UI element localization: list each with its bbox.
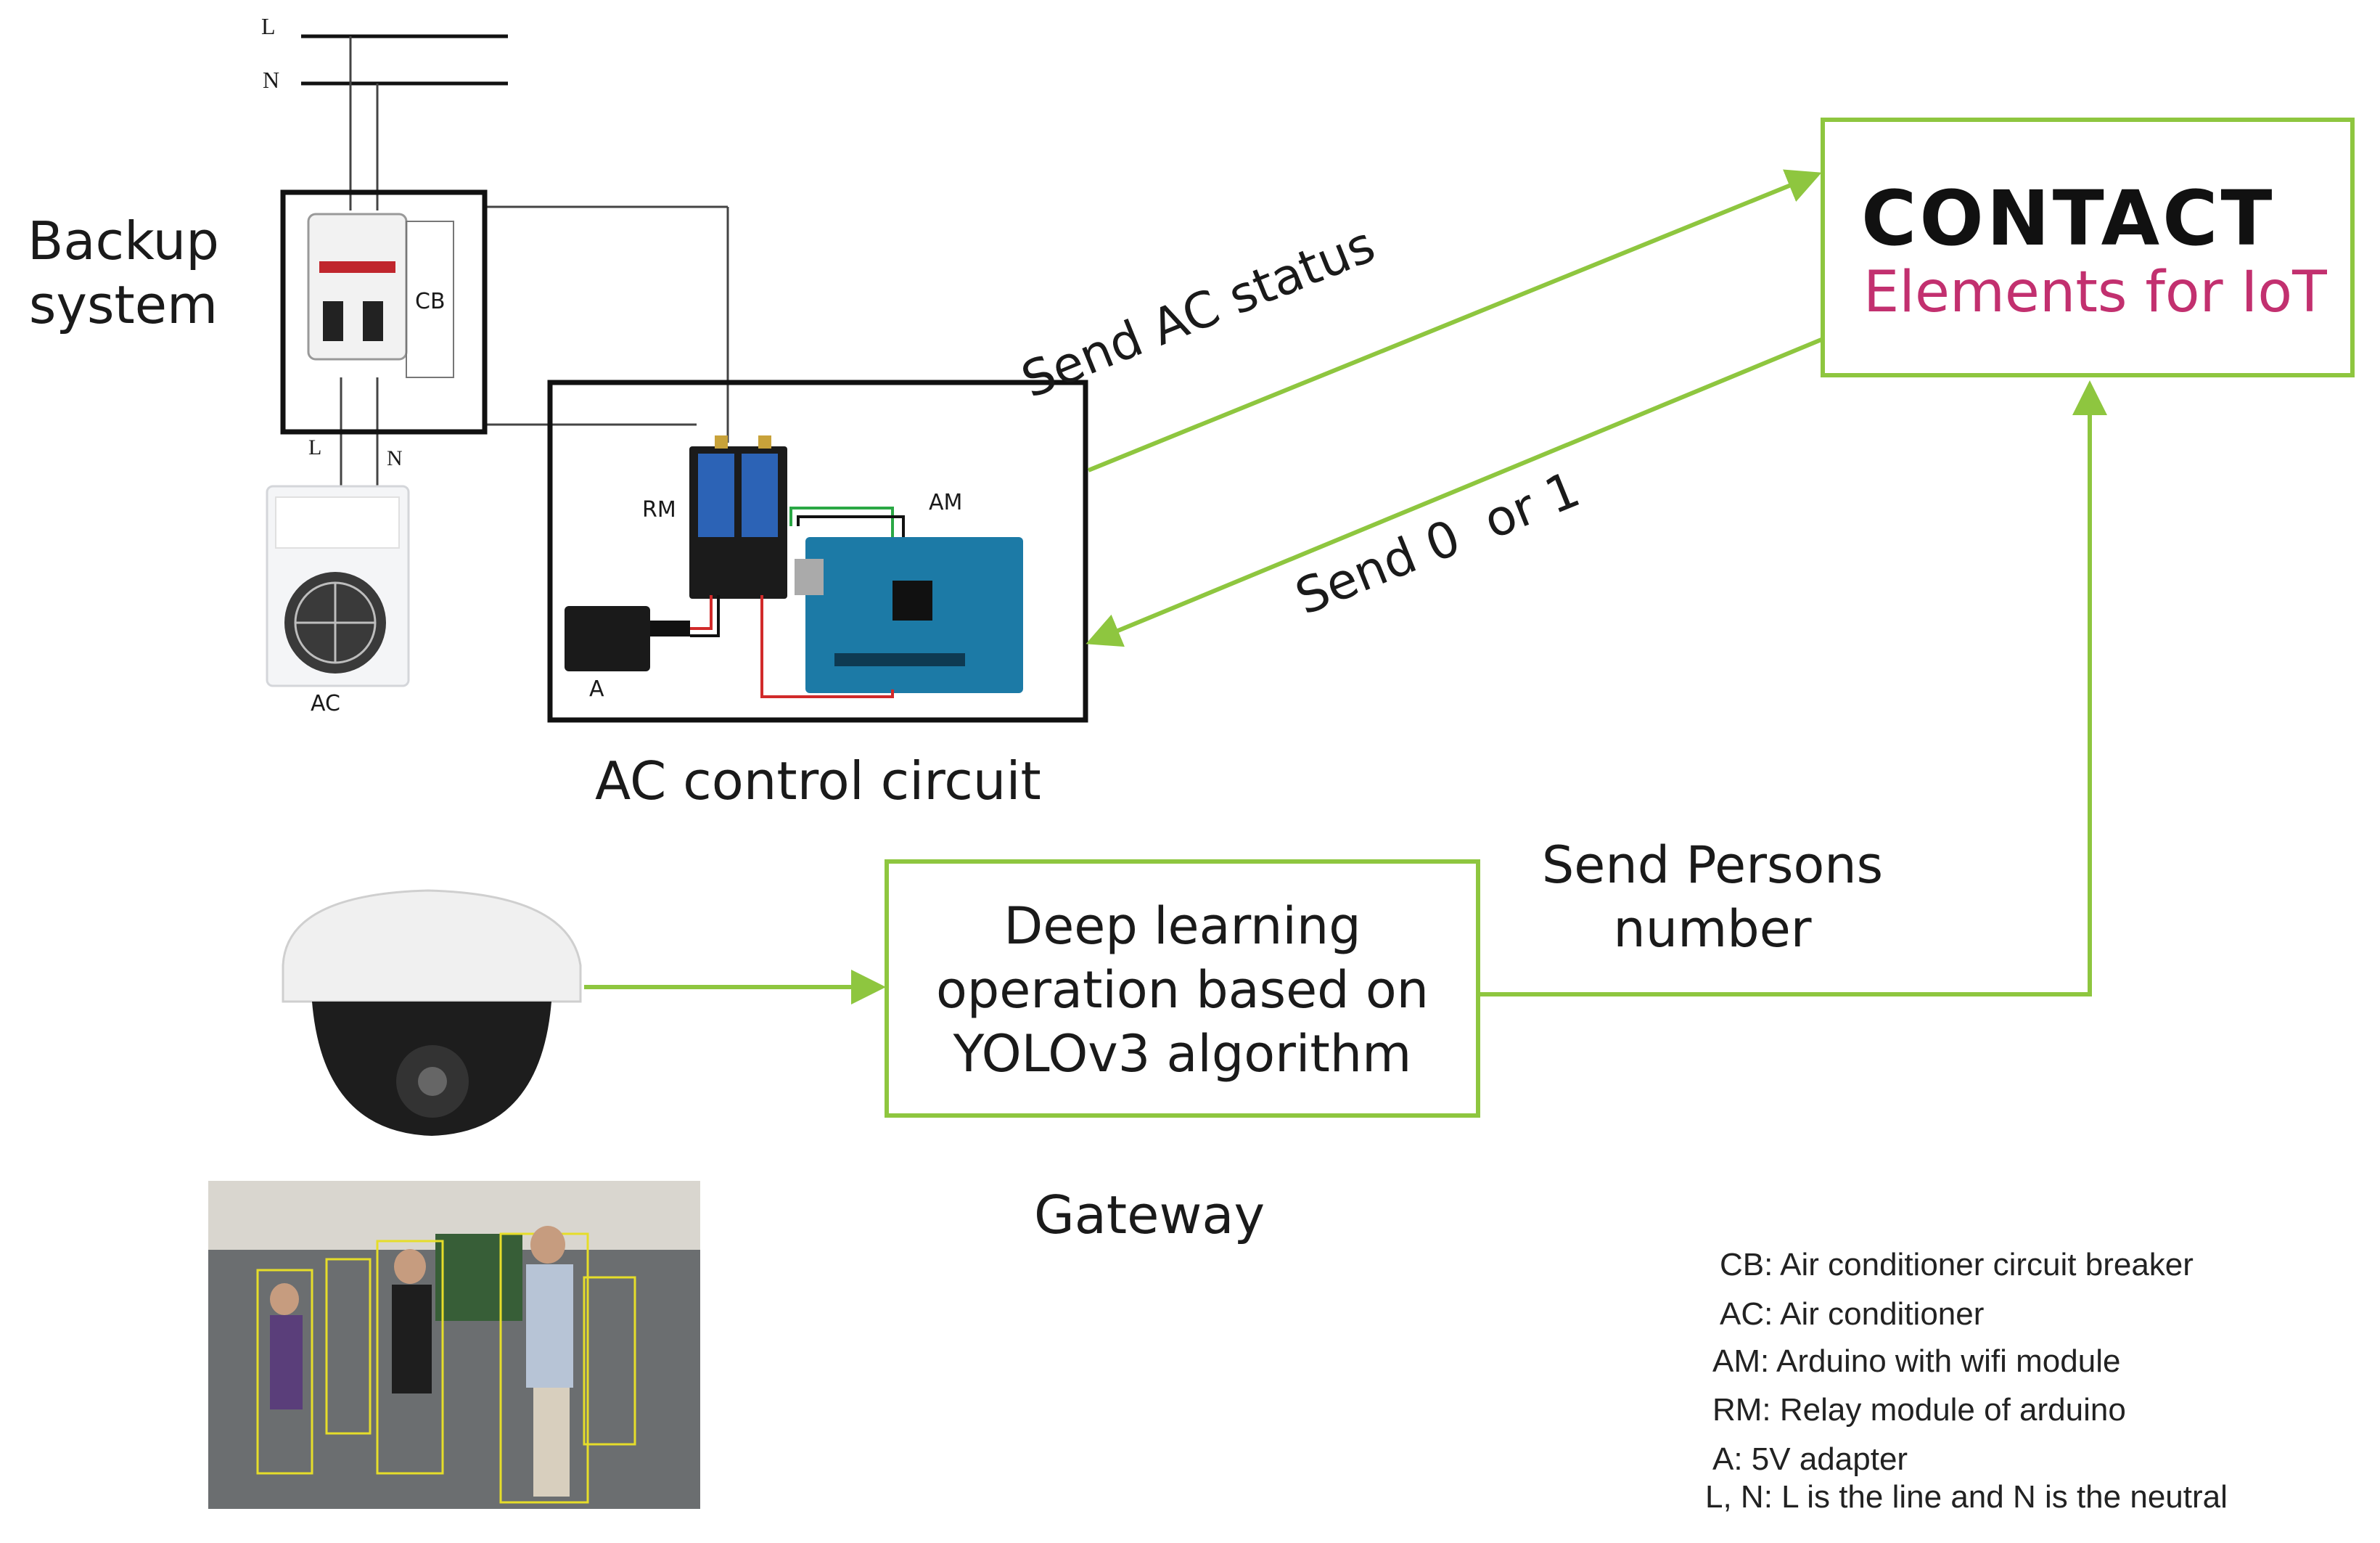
circuit-breaker xyxy=(307,213,454,378)
gateway-line1: Deep learning xyxy=(1004,896,1361,956)
cloud-brand: CONTACT xyxy=(1861,174,2276,263)
backup-system-frame xyxy=(280,189,488,435)
gateway-line3: YOLOv3 algorithm xyxy=(953,1024,1412,1084)
label-send-ac-status: Send AC status xyxy=(1014,216,1382,410)
backup-l-label: L xyxy=(308,435,322,459)
connector-arrows xyxy=(584,169,2107,1004)
neutral-label: N xyxy=(263,67,280,93)
relay-module xyxy=(689,435,787,599)
detection-photo xyxy=(208,1181,700,1509)
circuit-wires xyxy=(690,507,905,698)
cloud-tagline: Elements for IoT xyxy=(1863,260,2327,325)
send-persons-label: Send Persons number xyxy=(1524,833,1901,961)
legend-item: RM: Relay module of arduino xyxy=(1712,1392,2126,1428)
cb-label: CB xyxy=(415,289,446,314)
backup-title-line1: Backup xyxy=(28,210,219,271)
backup-system-label: Backup system xyxy=(15,209,232,337)
rm-label: RM xyxy=(642,497,676,523)
gateway-description: Deep learning operation based on YOLOv3 … xyxy=(891,894,1474,1086)
dome-camera-icon xyxy=(282,889,582,1136)
gateway-box xyxy=(885,859,1480,1118)
line-label: L xyxy=(261,13,276,39)
ac-unit-label: AC xyxy=(311,691,340,716)
air-conditioner-unit xyxy=(266,485,410,687)
arrow-command-to-circuit xyxy=(1086,337,1823,647)
gateway-caption: Gateway xyxy=(1034,1184,1265,1245)
adapter-label: A xyxy=(589,676,604,702)
legend-item: L, N: L is the line and N is the neutral xyxy=(1705,1479,2228,1515)
legend-item: CB: Air conditioner circuit breaker xyxy=(1720,1247,2194,1282)
arrow-status-to-cloud xyxy=(1087,169,1822,472)
am-label: AM xyxy=(929,490,963,515)
control-circuit-frame xyxy=(547,380,1088,723)
arrow-gateway-to-cloud xyxy=(1478,380,2107,996)
arduino-board xyxy=(795,537,1023,693)
legend-item: AC: Air conditioner xyxy=(1720,1296,1985,1332)
power-lines xyxy=(301,34,729,486)
backup-n-label: N xyxy=(387,446,403,470)
adapter-box xyxy=(565,606,690,671)
legend-item: A: 5V adapter xyxy=(1712,1441,1908,1477)
backup-title-line2: system xyxy=(28,274,218,335)
cloud-platform-box xyxy=(1821,118,2355,377)
legend-item: AM: Arduino with wifi module xyxy=(1712,1343,2121,1379)
send-persons-line1: Send Persons xyxy=(1541,835,1884,895)
send-persons-line2: number xyxy=(1613,899,1812,959)
gateway-line2: operation based on xyxy=(935,960,1429,1020)
control-circuit-caption: AC control circuit xyxy=(595,750,1041,811)
